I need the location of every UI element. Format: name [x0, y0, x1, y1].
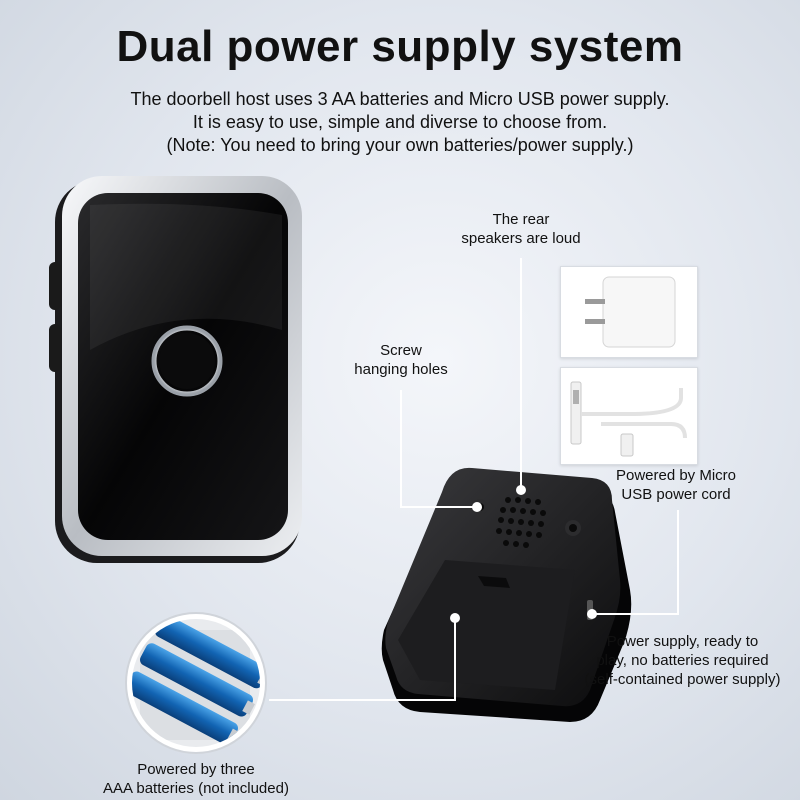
- callout-rear-speakers: The rear speakers are loud: [446, 210, 596, 248]
- leader-dots: [450, 485, 597, 623]
- subtitle: The doorbell host uses 3 AA batteries an…: [0, 88, 800, 157]
- callout-batteries: Powered by three AAA batteries (not incl…: [80, 760, 312, 798]
- battery-compartment-icon: [125, 612, 267, 754]
- callout-line: Screw: [380, 342, 422, 359]
- callout-line: The rear: [492, 211, 550, 228]
- callout-line: hanging holes: [354, 361, 448, 378]
- usb-cable-icon: [570, 381, 687, 457]
- callout-usb-cord: Powered by Micro USB power cord: [600, 466, 752, 504]
- subtitle-line: (Note: You need to bring your own batter…: [166, 135, 634, 155]
- callout-line: AAA batteries (not included): [103, 780, 289, 797]
- callout-line: Powered by Micro: [615, 467, 737, 484]
- power-adapter-card: [560, 266, 698, 358]
- subtitle-line: It is easy to use, simple and diverse to…: [192, 112, 608, 132]
- callout-power-supply: Power supply, ready to play, no batterie…: [570, 632, 795, 689]
- callout-screw-holes: Screw hanging holes: [336, 341, 466, 379]
- callout-line: Powered by three: [137, 761, 255, 778]
- subtitle-line: The doorbell host uses 3 AA batteries an…: [130, 89, 670, 109]
- leader-lines: [269, 258, 679, 701]
- callout-line: Power supply, ready to: [606, 633, 759, 650]
- callout-line: play, no batteries required: [596, 652, 769, 669]
- usb-cable-card: [560, 367, 698, 465]
- power-adapter-icon: [585, 276, 676, 348]
- callout-line: speakers are loud: [461, 230, 581, 247]
- doorbell-rear-icon: [381, 467, 632, 722]
- page-title: Dual power supply system: [116, 22, 684, 71]
- doorbell-front-icon: [49, 176, 302, 563]
- callout-line: (self-contained power supply): [584, 671, 781, 688]
- callout-line: USB power cord: [621, 486, 731, 503]
